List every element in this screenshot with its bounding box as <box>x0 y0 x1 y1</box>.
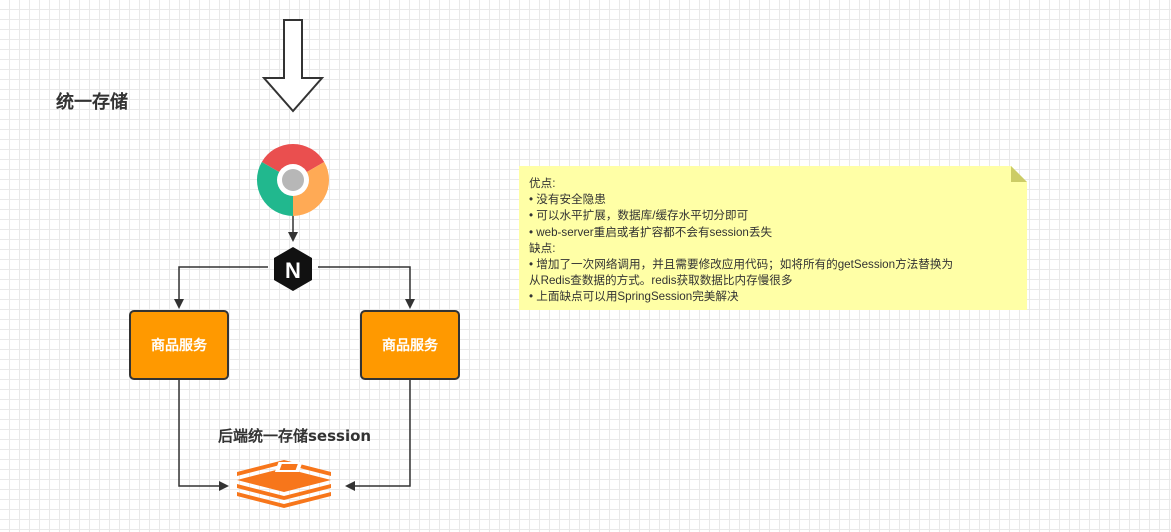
down-arrow-icon <box>261 19 325 113</box>
gateway-to-service-right-line <box>318 266 411 300</box>
note-content: 优点: • 没有安全隐患 • 可以水平扩展，数据库/缓存水平切分即可 • web… <box>529 176 953 306</box>
gateway-to-service-left-line <box>178 266 268 300</box>
store-caption: 后端统一存储session <box>218 427 372 445</box>
note-line: • 上面缺点可以用SpringSession完美解决 <box>529 290 739 304</box>
service-box-right[interactable]: 商品服务 <box>360 310 460 380</box>
service-label-right: 商品服务 <box>382 338 438 354</box>
chrome-icon <box>256 143 330 217</box>
note-line: 从Redis查数据的方式。redis获取数据比内存慢很多 <box>529 274 793 288</box>
note-line: • 增加了一次网络调用，并且需要修改应用代码；如将所有的getSession方法… <box>529 258 954 272</box>
service-label-left: 商品服务 <box>151 338 207 354</box>
service-left-to-store-line <box>178 380 220 487</box>
nginx-icon <box>274 247 312 291</box>
note-line: • 可以水平扩展，数据库/缓存水平切分即可 <box>529 209 749 223</box>
page-title: 统一存储 <box>56 92 128 113</box>
note-line: 优点: <box>529 177 556 190</box>
note-line: • web-server重启或者扩容都不会有session丢失 <box>529 225 773 239</box>
nginx-glyph: N <box>285 258 301 283</box>
redis-icon <box>237 460 331 508</box>
browser-to-gateway-arrowhead <box>288 232 298 242</box>
service-right-to-store-arrowhead <box>345 481 355 491</box>
service-right-to-store-line <box>354 380 411 487</box>
gateway-to-service-left-arrowhead <box>174 299 184 309</box>
note-line: • 没有安全隐患 <box>529 193 606 207</box>
service-left-to-store-arrowhead <box>219 481 229 491</box>
gateway-to-service-right-arrowhead <box>405 299 415 309</box>
sticky-note[interactable] <box>519 166 1027 310</box>
note-line: 缺点: <box>529 241 556 255</box>
service-box-left[interactable]: 商品服务 <box>129 310 229 380</box>
